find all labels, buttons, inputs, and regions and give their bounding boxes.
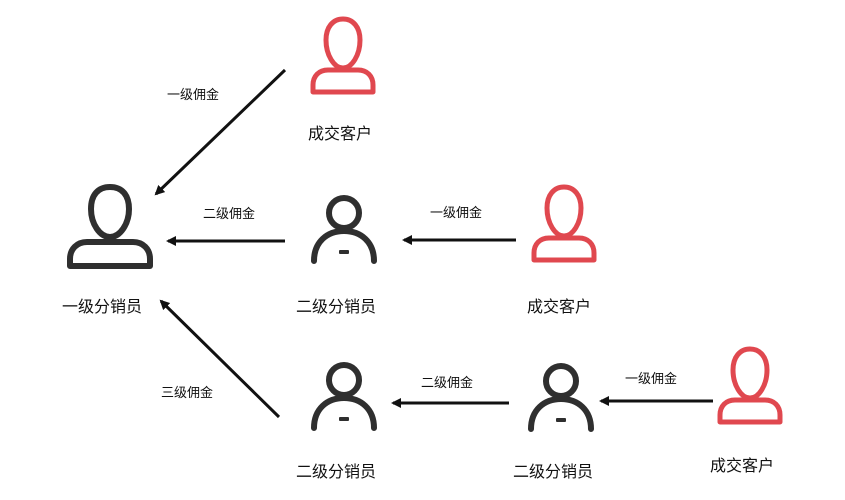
edge-label-mid-level2-to-level1: 二级佣金 [203, 207, 256, 222]
customer-bottom-label: 成交客户 [710, 456, 775, 475]
level2-distributor-bottom-left-label: 二级分销员 [296, 462, 377, 481]
customer-top-label: 成交客户 [308, 124, 373, 143]
edge-label-mid-customer-to-level2: 一级佣金 [430, 206, 483, 221]
level2-distributor-bottom-right-label: 二级分销员 [513, 462, 594, 481]
level1-distributor-icon [67, 184, 153, 269]
level2-distributor-bottom-left-icon [311, 362, 377, 431]
level1-distributor-label: 一级分销员 [62, 297, 143, 316]
customer-top-icon [310, 16, 376, 95]
edge-label-bottom-level2-right-to-left: 二级佣金 [421, 376, 474, 391]
edge-label-bottom-level2-left-to-level1: 三级佣金 [161, 386, 214, 401]
level2-distributor-mid-icon [311, 195, 377, 264]
level2-distributor-bottom-right-icon [528, 363, 594, 432]
customer-bottom-icon [717, 346, 783, 425]
edge-label-bottom-customer-to-level2-right: 一级佣金 [625, 372, 678, 387]
customer-mid-label: 成交客户 [527, 297, 592, 316]
customer-mid-icon [531, 184, 597, 263]
arrow-bottom-level2-left-to-level1 [159, 299, 281, 419]
level2-distributor-mid-label: 二级分销员 [296, 297, 377, 316]
arrow-top-customer-to-level1 [154, 68, 287, 196]
edge-label-top-customer-to-level1: 一级佣金 [167, 88, 220, 103]
